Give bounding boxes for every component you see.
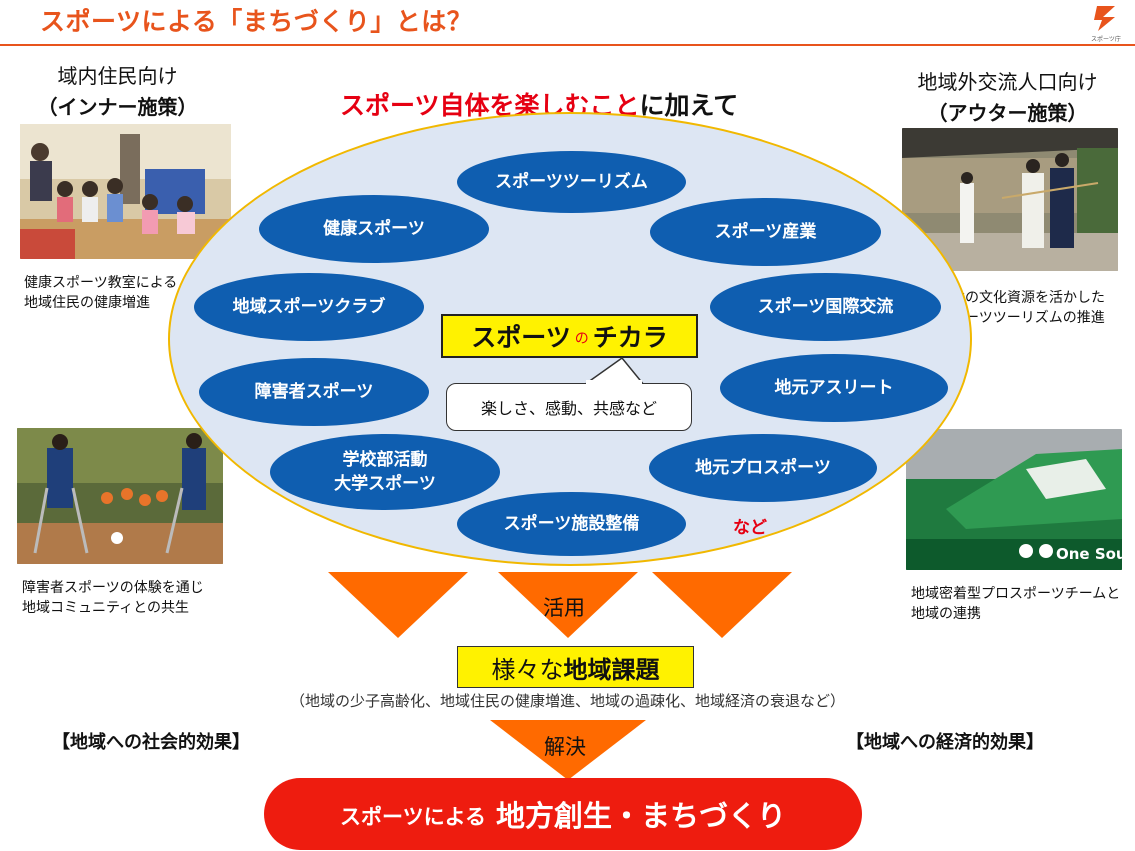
item-school-university: 学校部活動 大学スポーツ [270, 434, 500, 510]
regional-issues-box: 様々な地域課題 [457, 646, 694, 688]
economic-effect-label: 【地域への経済的効果】 [846, 732, 1044, 753]
disability-sports-photo [17, 428, 223, 564]
social-effect-label: 【地域への社会的効果】 [52, 732, 250, 753]
item-health-sports: 健康スポーツ [259, 195, 489, 263]
issues-normal: 様々な [491, 655, 564, 684]
health-class-photo [20, 124, 231, 259]
emotion-bubble: 楽しさ、感動、共感など [446, 383, 692, 431]
item-local-athlete: 地元アスリート [720, 354, 948, 422]
solve-arrow-icon [490, 720, 646, 780]
disability-sports-caption: 障害者スポーツの体験を通じ 地域コミュニティとの共生 [22, 578, 204, 618]
use-arrows-icon [328, 572, 792, 638]
item-sports-tourism: スポーツツーリズム [457, 151, 686, 213]
sports-power-box: スポーツのチカラ [441, 314, 698, 358]
inner-label-line1: 域内住民向け [57, 64, 178, 88]
sports-tourism-caption: 日本の文化資源を活かした スポーツツーリズムの推進 [937, 288, 1105, 328]
etc-label: など [733, 518, 767, 538]
issues-bold: 地域課題 [563, 655, 660, 684]
item-local-pro-sports: 地元プロスポーツ [649, 434, 877, 502]
chikara-part1: スポーツ [471, 323, 571, 352]
page-title: スポーツによる「まちづくり」とは？ [40, 7, 473, 36]
school-line1: 学校部活動 [342, 450, 428, 470]
title-divider [0, 44, 1135, 46]
solve-label: 解決 [544, 735, 586, 759]
item-facility-development: スポーツ施設整備 [457, 492, 686, 556]
caption-line: スポーツツーリズムの推進 [937, 310, 1105, 326]
outer-label-line2: （アウター施策） [927, 101, 1088, 125]
outer-policy-label: 地域外交流人口向け （アウター施策） [885, 66, 1130, 126]
headline-black: に加えて [639, 91, 739, 120]
outer-label-line1: 地域外交流人口向け [917, 70, 1098, 94]
school-line2: 大学スポーツ [334, 474, 436, 494]
item-community-club: 地域スポーツクラブ [194, 273, 424, 341]
inner-policy-label: 域内住民向け （インナー施策） [20, 60, 215, 120]
one-soul-banner: One Soul [1056, 545, 1122, 563]
caption-line: 地域密着型プロスポーツチームと [911, 586, 1121, 602]
final-big: 地方創生・まちづくり [495, 799, 786, 833]
use-label: 活用 [543, 596, 585, 620]
logo-mark-icon [1094, 6, 1115, 31]
chikara-part3: チカラ [592, 323, 668, 352]
item-disability-sports: 障害者スポーツ [199, 358, 429, 426]
inner-label-line2: （インナー施策） [37, 95, 198, 119]
pro-team-caption: 地域密着型プロスポーツチームと 地域の連携 [911, 584, 1120, 624]
sports-agency-logo: スポーツ庁 [1088, 3, 1124, 45]
caption-line: 日本の文化資源を活かした [937, 290, 1105, 306]
bubble-joint [586, 380, 642, 385]
chikara-part2: の [574, 331, 589, 347]
item-international-exchange: スポーツ国際交流 [710, 273, 941, 341]
regional-revitalization-banner: スポーツによる地方創生・まちづくり [264, 778, 862, 850]
caption-line: 地域コミュニティとの共生 [22, 600, 190, 616]
caption-line: 地域住民の健康増進 [24, 295, 150, 311]
regional-issues-detail: （地域の少子高齢化、地域住民の健康増進、地域の過疎化、地域経済の衰退など） [289, 692, 845, 710]
caption-line: 障害者スポーツの体験を通じ [22, 580, 204, 596]
caption-line: 地域の連携 [911, 606, 981, 622]
final-small: スポーツによる [340, 805, 486, 829]
health-class-caption: 健康スポーツ教室による 地域住民の健康増進 [24, 273, 177, 313]
item-sports-industry: スポーツ産業 [650, 198, 881, 266]
pro-team-photo: One Soul [906, 429, 1122, 570]
logo-text: スポーツ庁 [1091, 36, 1121, 43]
caption-line: 健康スポーツ教室による [24, 275, 178, 291]
